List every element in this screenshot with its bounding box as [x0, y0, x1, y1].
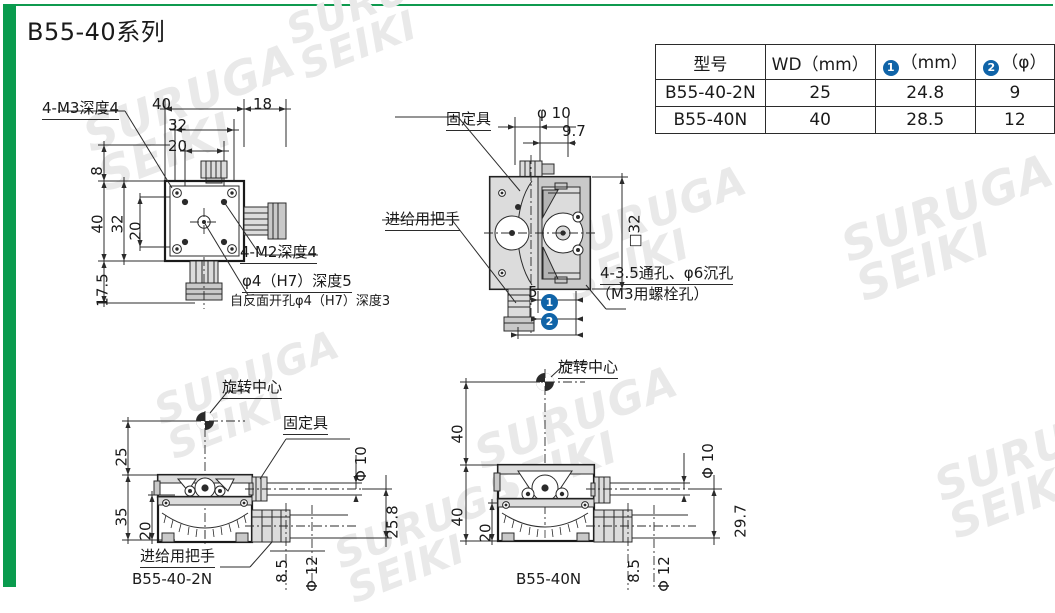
table-header-row: 型号 WD（mm） 1（mm） 2（φ） [655, 44, 1055, 80]
dim-top-40: 40 [152, 95, 172, 113]
badge-1-icon: 1 [882, 60, 899, 76]
callout-bore-sub: 自反面开孔φ4（H7）深度3 [230, 294, 391, 309]
cell-wd: 40 [764, 106, 876, 134]
callout-bore: φ4（H7）深度5 [242, 270, 352, 293]
dim-5: 5 [528, 283, 538, 301]
dim-8-5-br: 8.5 [624, 559, 643, 583]
dim-sq32: □32 [625, 214, 644, 248]
callout-rot-center-bl: 旋转中心 [222, 376, 283, 399]
cell-wd: 25 [764, 79, 876, 107]
callout-rot-center-br: 旋转中心 [558, 356, 619, 379]
model-label-bl: B55-40-2N [132, 570, 213, 588]
cell-one: 24.8 [874, 79, 976, 107]
dim-top-20: 20 [168, 137, 188, 155]
dim-35-bl: 35 [112, 507, 131, 527]
th-model: 型号 [655, 44, 766, 80]
cell-model: B55-40N [655, 106, 766, 134]
dim-25-bl: 25 [112, 447, 131, 467]
dim-20-bl: 20 [136, 521, 155, 541]
spec-table: 型号 WD（mm） 1（mm） 2（φ） B55-40-2N 25 24.8 9… [655, 44, 1055, 134]
dim-left-8: 8 [87, 166, 106, 176]
dim-phi12-bl: Φ 12 [302, 556, 321, 592]
badge-1-icon: 1 [541, 294, 558, 311]
sidebar-accent-bar [3, 4, 16, 587]
drawing-front-view-n [420, 355, 755, 600]
watermark: SURUGA SEIKI [833, 142, 1055, 313]
dim-left-17-5: 17.5 [93, 273, 112, 307]
cell-two: 12 [974, 106, 1055, 134]
table-row: B55-40N 40 28.5 12 [655, 106, 1055, 134]
dim-9-7: 9.7 [562, 122, 586, 140]
watermark: SURUGA SEIKI [927, 387, 1055, 550]
drawing-side-view [380, 95, 680, 340]
dim-25-8-bl: 25.8 [383, 505, 402, 539]
callout-fixture-bl: 固定具 [283, 412, 329, 435]
dim-phi12-br: Φ 12 [654, 556, 673, 592]
page-title: B55-40系列 [27, 18, 166, 46]
cell-model: B55-40-2N [655, 79, 766, 107]
dim-8-5-bl: 8.5 [272, 559, 291, 583]
callout-holes-sub: （M3用螺栓孔） [596, 285, 709, 303]
dim-40-top-br: 40 [448, 424, 467, 444]
dim-phi10-bl: Φ 10 [351, 446, 370, 482]
badge-2-icon: 2 [983, 60, 1000, 76]
callout-handle-bl: 进给用把手 [140, 545, 216, 568]
th-one: 1（mm） [874, 44, 976, 80]
model-label-br: B55-40N [516, 570, 582, 588]
th-one-text: （mm） [900, 53, 968, 73]
dim-left-40: 40 [88, 214, 107, 234]
callout-handle-mid: 进给用把手 [385, 208, 461, 231]
th-wd: WD（mm） [764, 44, 876, 80]
dim-phi10-br: Φ 10 [698, 443, 717, 479]
dim-29-7-br: 29.7 [731, 504, 750, 538]
cell-two: 9 [974, 79, 1055, 107]
drawing-top-view [20, 85, 350, 320]
callout-fixture-mid: 固定具 [446, 108, 492, 131]
watermark: SURUGA SEIKI [280, 0, 478, 89]
header-rule [3, 4, 1053, 6]
dim-40-bot-br: 40 [448, 507, 467, 527]
th-two-text: （φ） [1001, 53, 1047, 73]
dim-left-20: 20 [126, 221, 145, 241]
dim-top-32: 32 [168, 116, 188, 134]
callout-holes: 4-3.5通孔、φ6沉孔 [600, 262, 734, 285]
dim-top-18: 18 [253, 95, 273, 113]
dim-phi10-mid: φ 10 [537, 104, 571, 122]
callout-4m2: 4-M2深度4 [240, 241, 317, 264]
dim-20-br: 20 [476, 523, 495, 543]
th-two: 2（φ） [974, 44, 1055, 80]
table-row: B55-40-2N 25 24.8 9 [655, 79, 1055, 107]
drawing-front-view-2n [100, 355, 435, 600]
badge-2-icon: 2 [541, 313, 558, 330]
cell-one: 28.5 [874, 106, 976, 134]
dim-left-32: 32 [108, 214, 127, 234]
callout-4m3: 4-M3深度4 [42, 97, 119, 120]
